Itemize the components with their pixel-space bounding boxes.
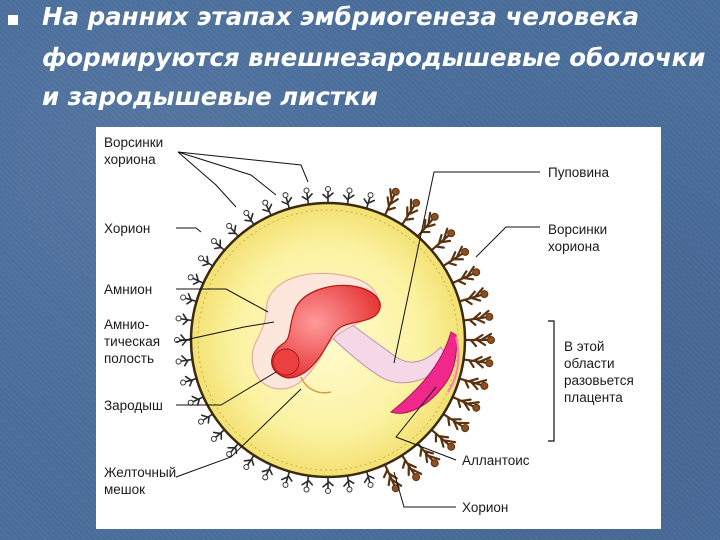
villus-icon bbox=[461, 332, 495, 348]
villus-icon bbox=[322, 474, 334, 494]
embryo-diagram: Ворсинки хориона Хорион Амнион Амнио- ти… bbox=[96, 127, 661, 529]
label-chorionic-villi-right: Ворсинки хориона bbox=[548, 222, 611, 254]
bullet-square-icon bbox=[8, 15, 18, 25]
title-line-2: формируются внешнезародышевые оболочки bbox=[42, 43, 706, 72]
label-amnion: Амнион bbox=[104, 282, 152, 297]
chorionic-villi-group bbox=[174, 186, 495, 494]
villus-icon bbox=[449, 394, 481, 412]
villus-icon bbox=[363, 192, 375, 212]
villus-icon bbox=[243, 209, 256, 228]
label-yolk-sac: Желточный мешок bbox=[104, 465, 180, 497]
yolk-sac bbox=[300, 376, 332, 394]
label-chorion-bottom: Хорион bbox=[462, 500, 508, 515]
villus-icon bbox=[399, 452, 423, 482]
villus-icon bbox=[301, 472, 314, 493]
title-line-3: и зародышевые листки bbox=[42, 82, 378, 111]
placenta-bracket bbox=[548, 320, 555, 442]
chorion-inner-layer bbox=[197, 209, 459, 471]
villus-icon bbox=[415, 440, 441, 468]
villus-icon bbox=[281, 468, 293, 488]
villus-icon bbox=[180, 375, 200, 387]
allantois bbox=[389, 331, 457, 414]
label-chorion-left: Хорион bbox=[104, 221, 150, 236]
leader-lines bbox=[175, 151, 540, 508]
label-chorionic-villi-left: Ворсинки хориона bbox=[104, 135, 167, 167]
embryo-head bbox=[272, 348, 300, 376]
embryo-shape bbox=[271, 284, 381, 379]
villus-icon bbox=[460, 309, 494, 326]
villus-icon bbox=[382, 461, 403, 493]
villus-icon bbox=[440, 245, 470, 269]
label-embryo: Зародыш bbox=[104, 398, 163, 413]
villus-icon bbox=[460, 355, 494, 369]
label-umbilical-cord: Пуповина bbox=[548, 165, 609, 180]
villus-icon bbox=[399, 198, 421, 228]
villus-icon bbox=[428, 427, 457, 451]
villus-icon bbox=[440, 411, 470, 433]
villus-icon bbox=[363, 468, 375, 488]
villus-icon bbox=[456, 376, 489, 391]
embryo-diagram-svg: Ворсинки хориона Хорион Амнион Амнио- ти… bbox=[104, 135, 638, 515]
label-allantois: Аллантоис bbox=[462, 453, 530, 468]
villus-icon bbox=[210, 238, 227, 253]
villus-icon bbox=[197, 412, 216, 425]
villus-icon bbox=[382, 187, 400, 219]
villus-icon bbox=[449, 265, 481, 286]
villus-icon bbox=[456, 287, 489, 306]
label-amniotic-cavity: Амнио- тическая полость bbox=[104, 317, 164, 366]
title-line-1: На ранних этапах эмбриогенеза человека bbox=[42, 2, 639, 31]
allantois-highlight bbox=[447, 336, 460, 393]
villus-icon bbox=[428, 227, 456, 253]
villus-icon bbox=[175, 313, 196, 326]
villus-icon bbox=[210, 427, 227, 442]
villus-icon bbox=[187, 273, 206, 285]
villus-icon bbox=[180, 293, 200, 305]
villus-icon bbox=[187, 395, 206, 406]
villus-icon bbox=[415, 211, 439, 240]
villus-icon bbox=[261, 462, 273, 481]
villus-icon bbox=[342, 187, 355, 208]
label-placenta-region: В этой области разовьется плацента bbox=[564, 339, 638, 405]
